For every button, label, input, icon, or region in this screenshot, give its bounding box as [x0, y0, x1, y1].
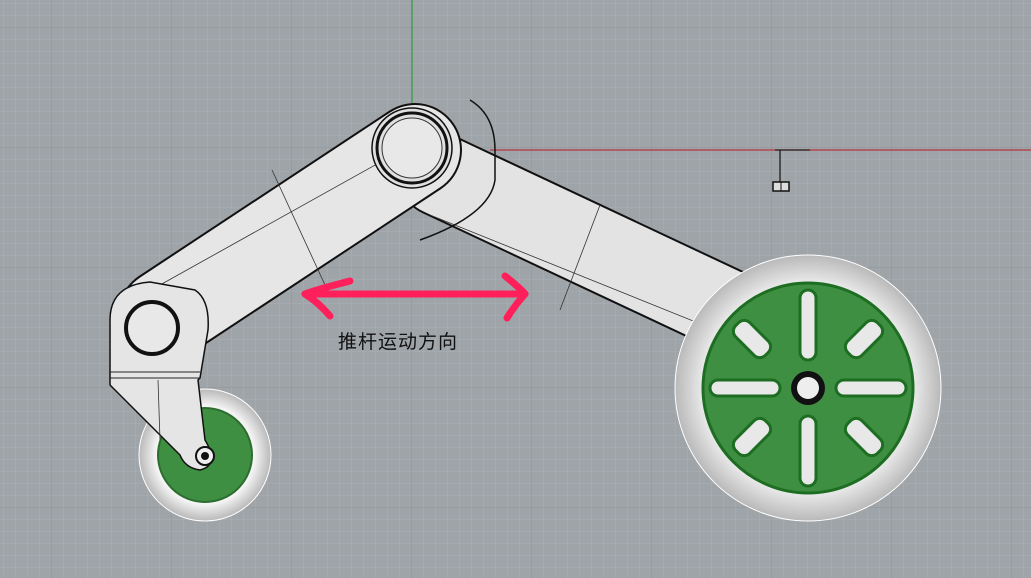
cplane-widget[interactable] — [772, 149, 810, 192]
push-rod-direction-label: 推杆运动方向 — [338, 331, 459, 353]
top-pivot-joint[interactable] — [371, 107, 453, 189]
large-wheel[interactable] — [674, 254, 942, 522]
left-bracket[interactable] — [109, 281, 215, 471]
left-arm[interactable] — [118, 99, 496, 362]
push-rod-direction-arrow — [301, 272, 529, 322]
